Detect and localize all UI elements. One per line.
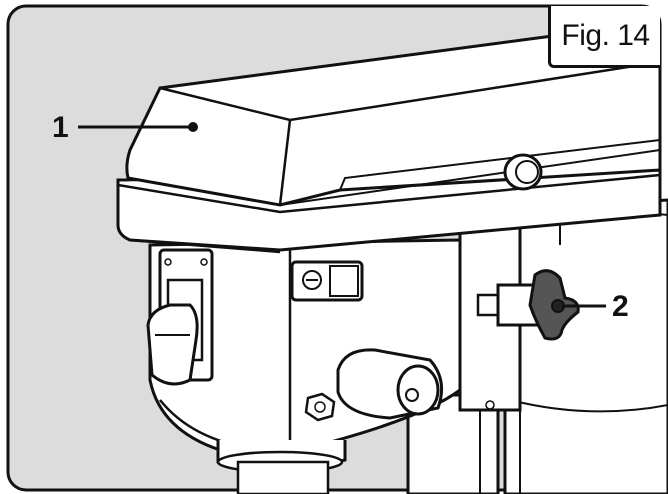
lock-knob: [476, 269, 580, 410]
cover-knob: [503, 153, 543, 191]
depth-lock: [290, 260, 364, 302]
feed-shaft-hub: [336, 348, 444, 420]
leader-dot-1: [188, 122, 198, 132]
nut: [304, 392, 336, 422]
callout-1-label: 1: [52, 111, 69, 144]
figure-label: Fig. 14: [548, 6, 660, 68]
quill-housing: [503, 198, 668, 494]
callout-2-label: 2: [612, 290, 629, 323]
power-switch: [146, 248, 214, 386]
